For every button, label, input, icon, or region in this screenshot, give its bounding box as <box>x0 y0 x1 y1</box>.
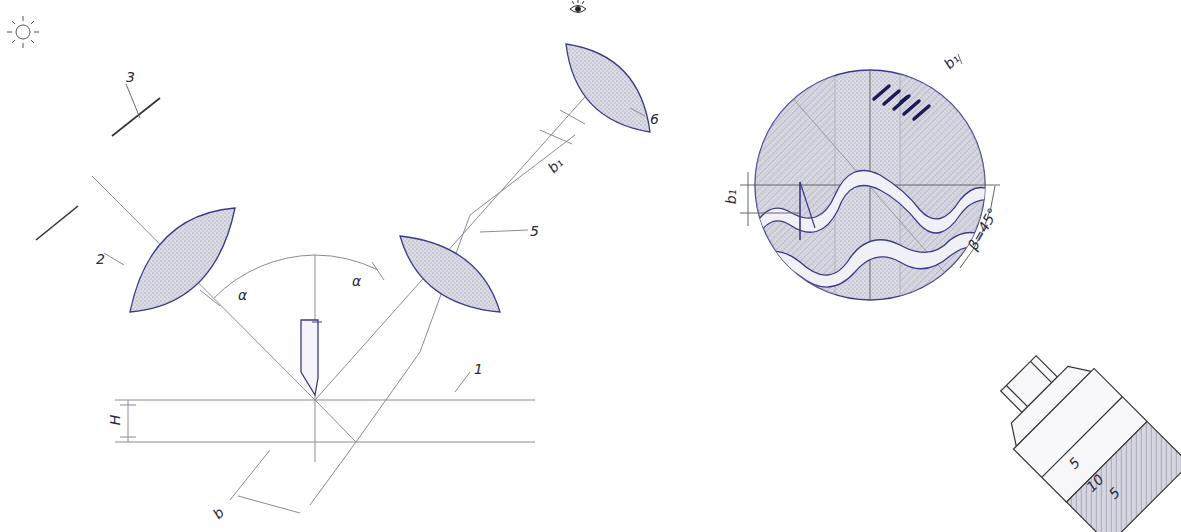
callout-number: 6 <box>650 112 659 126</box>
dimension-label: b₁ <box>545 155 565 175</box>
callout-number: 2 <box>96 252 105 266</box>
slit-blade <box>301 320 318 395</box>
eye <box>570 0 586 13</box>
dimension-label: b₁ <box>724 190 738 205</box>
angle-label: α <box>238 288 247 302</box>
callout-number: 5 <box>530 224 539 238</box>
dimension-label: b <box>210 505 226 521</box>
micrometer-eyepiece <box>978 333 1181 532</box>
callout-number: 3 <box>126 70 135 84</box>
field-of-view <box>740 54 1000 300</box>
angle-label: α <box>352 274 361 288</box>
light-source <box>7 16 39 48</box>
dimension-label: H <box>108 415 122 426</box>
condenser-lens <box>130 208 235 312</box>
surface-line <box>115 400 535 401</box>
slit <box>36 98 160 240</box>
callout-number: 1 <box>474 362 483 376</box>
eyepiece-lens <box>566 44 650 132</box>
objective-lens <box>400 236 500 312</box>
surface-line <box>115 442 535 443</box>
optical-axis <box>92 176 315 400</box>
